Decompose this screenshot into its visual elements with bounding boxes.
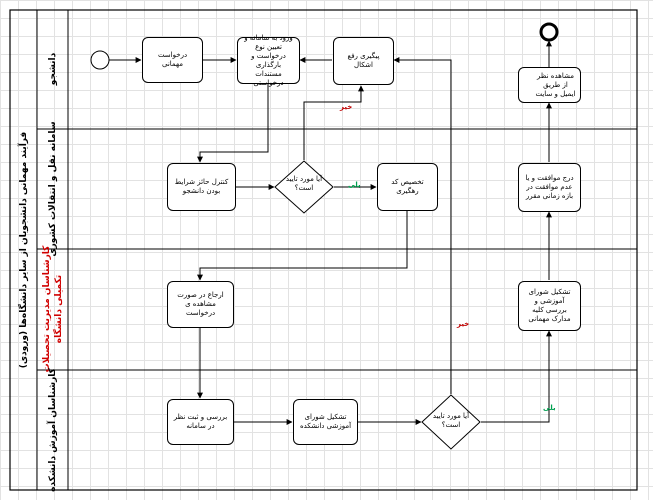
task-followup: پیگیری رفع اشکال (333, 37, 394, 85)
gateway-1 (274, 160, 334, 214)
task-register-approval: درج موافقت و یا عدم موافقت در بازه زمانی… (518, 163, 581, 212)
pool-title: فرآیند مهمانی دانشجویان از سایر دانشگاه‌… (19, 131, 29, 369)
gateway-2-label: آیا مورد تایید است؟ (432, 412, 470, 429)
task-refer: ارجاع در صورت مشاهده ی درخواست (167, 281, 234, 328)
task-council-review: تشکیل شورای آموزشی و بررسی کلیه مدارک مه… (518, 281, 581, 331)
task-faculty-council: تشکیل شورای آموزشی دانشکده (293, 399, 358, 445)
task-enter-system: ورود به سامانه و تعیین نوع درخواست و بار… (237, 34, 300, 87)
gateway-1-label: آیا مورد تایید است؟ (285, 175, 323, 192)
task-review-system: بررسی و ثبت نظر در سامانه (167, 399, 234, 445)
lane-label-grad-office-line1: کارشناسان مدیریت تحصیلات (42, 245, 52, 373)
lane-label-student: دانشجو (48, 52, 58, 86)
end-event (539, 22, 559, 42)
start-event (90, 50, 110, 70)
task-check-conditions: کنترل حائز شرایط بودن دانشجو (167, 163, 236, 211)
lane-label-grad-office: کارشناسان مدیریت تحصیلات تکمیلی دانشگاه (41, 246, 65, 373)
edge-label-yes-1: بلی (348, 181, 361, 189)
edge-label-no-1: خیر (340, 103, 353, 111)
lane-label-faculty: کارشناسان آموزش دانشکده (48, 368, 58, 492)
lane-label-grad-office-line2: تکمیلی دانشگاه (54, 274, 64, 344)
task-request: درخواست مهمانی (142, 37, 203, 83)
pool-border (9, 9, 638, 491)
gateway-2 (421, 394, 481, 450)
lane-label-system: سامانه نقل و انتقالات کشوری (48, 121, 58, 257)
edge-label-no-2: خیر (457, 320, 470, 328)
edge-label-yes-2: بلی (543, 404, 556, 412)
task-assign-code: تخصیص کد رهگیری (377, 163, 438, 211)
task-view-result: مشاهده نظر از طریق ایمیل و سایت (518, 67, 581, 103)
